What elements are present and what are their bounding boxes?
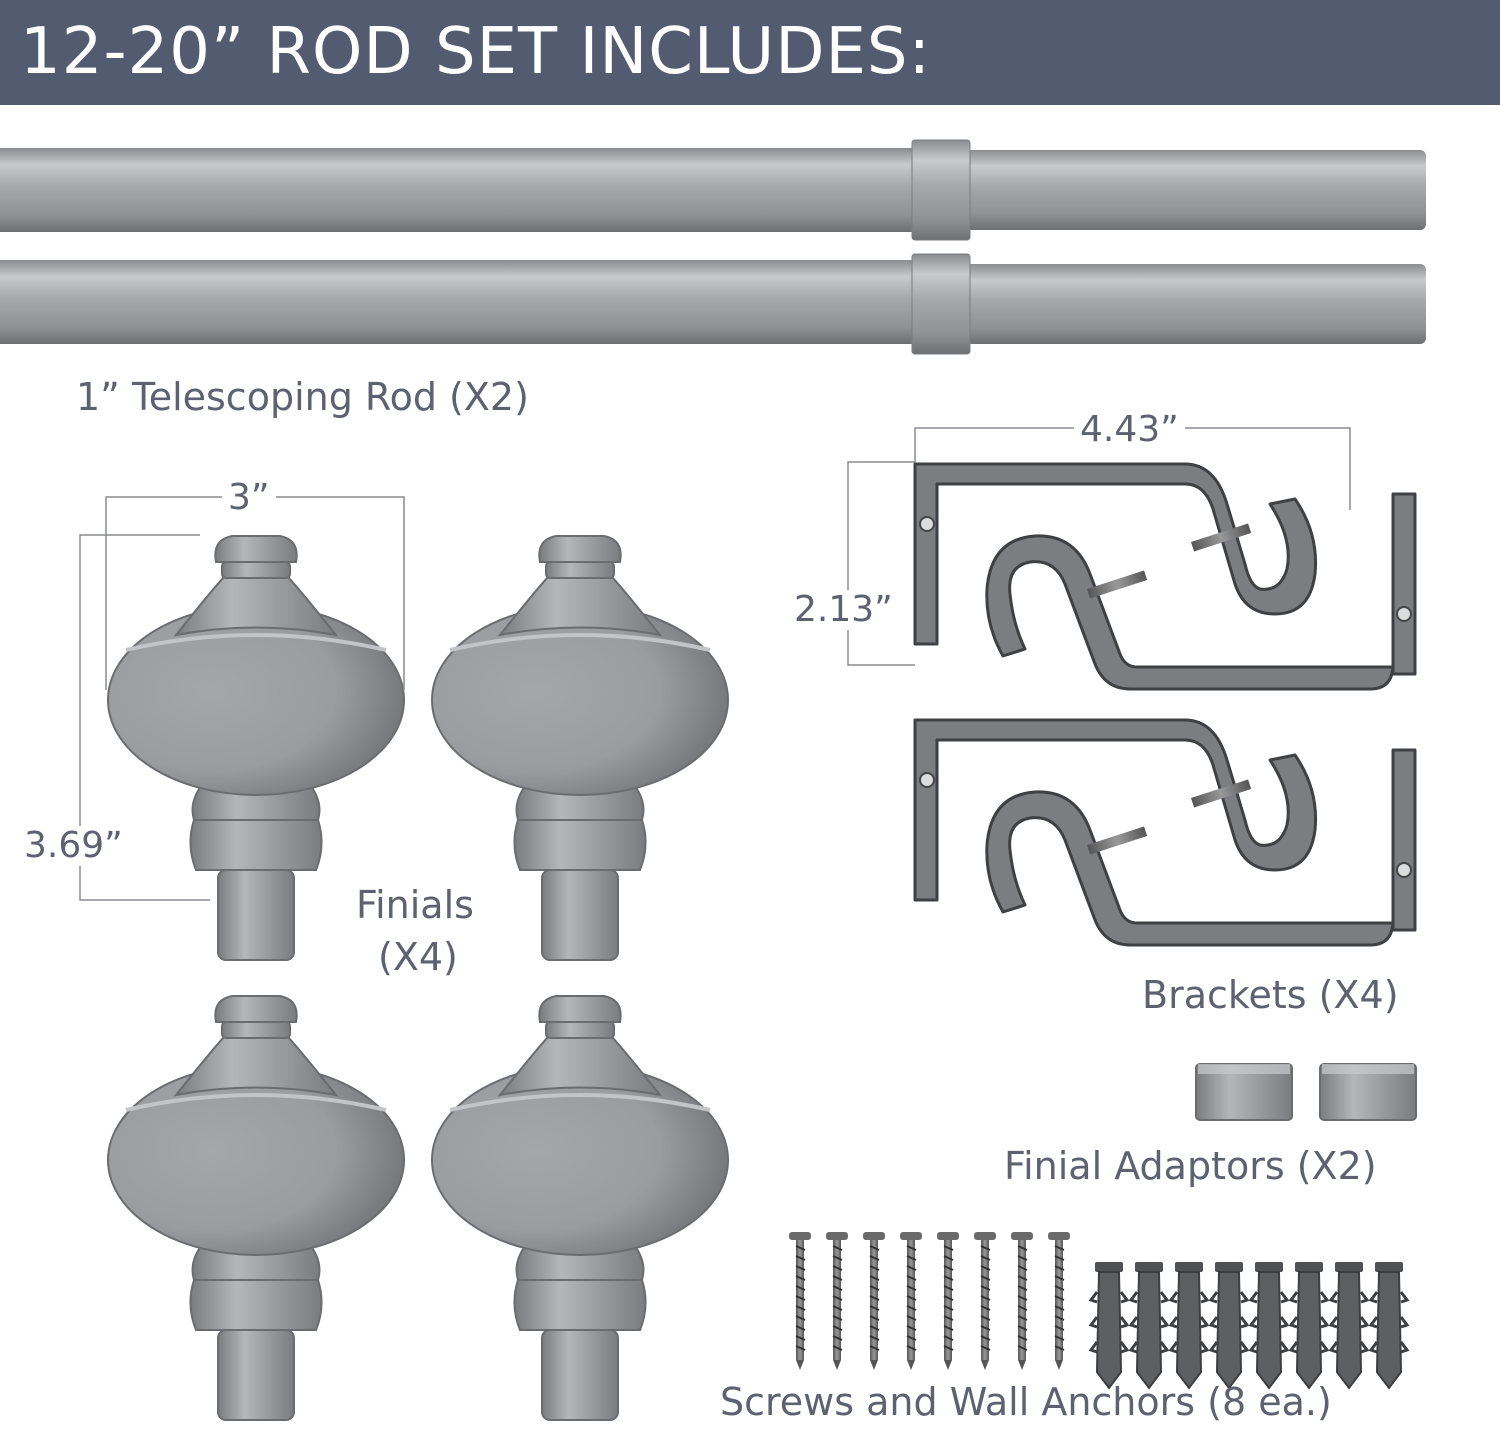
brackets-label: Brackets (X4) <box>1142 973 1399 1017</box>
bracket-height-dimension: 2.13” <box>788 590 899 630</box>
finials-label-line2: (X4) <box>378 935 458 979</box>
bracket-pair-1 <box>913 462 1417 691</box>
adaptors-label: Finial Adaptors (X2) <box>1004 1144 1377 1188</box>
screws <box>788 1231 1071 1371</box>
finial-adaptor-2 <box>1319 1063 1417 1121</box>
screws-label: Screws and Wall Anchors (8 ea.) <box>720 1380 1332 1424</box>
telescoping-rod-2 <box>0 253 1426 355</box>
finial-adaptor-1 <box>1195 1063 1293 1121</box>
bracket-pair-2 <box>913 718 1417 947</box>
wall-anchors <box>1089 1260 1409 1390</box>
bracket-width-dimension: 4.43” <box>1074 410 1185 450</box>
finial-4 <box>430 994 730 1422</box>
finial-3 <box>106 994 406 1422</box>
finial-width-dimension: 3” <box>222 478 276 518</box>
finials-label-line1: Finials <box>356 883 474 927</box>
telescoping-rod-1 <box>0 139 1426 241</box>
rod-label: 1” Telescoping Rod (X2) <box>76 375 529 419</box>
finial-height-dimension: 3.69” <box>18 826 129 866</box>
finial-2 <box>430 534 730 962</box>
page-title: 12-20” ROD SET INCLUDES: <box>20 15 932 89</box>
header-banner: 12-20” ROD SET INCLUDES: <box>0 0 1500 105</box>
